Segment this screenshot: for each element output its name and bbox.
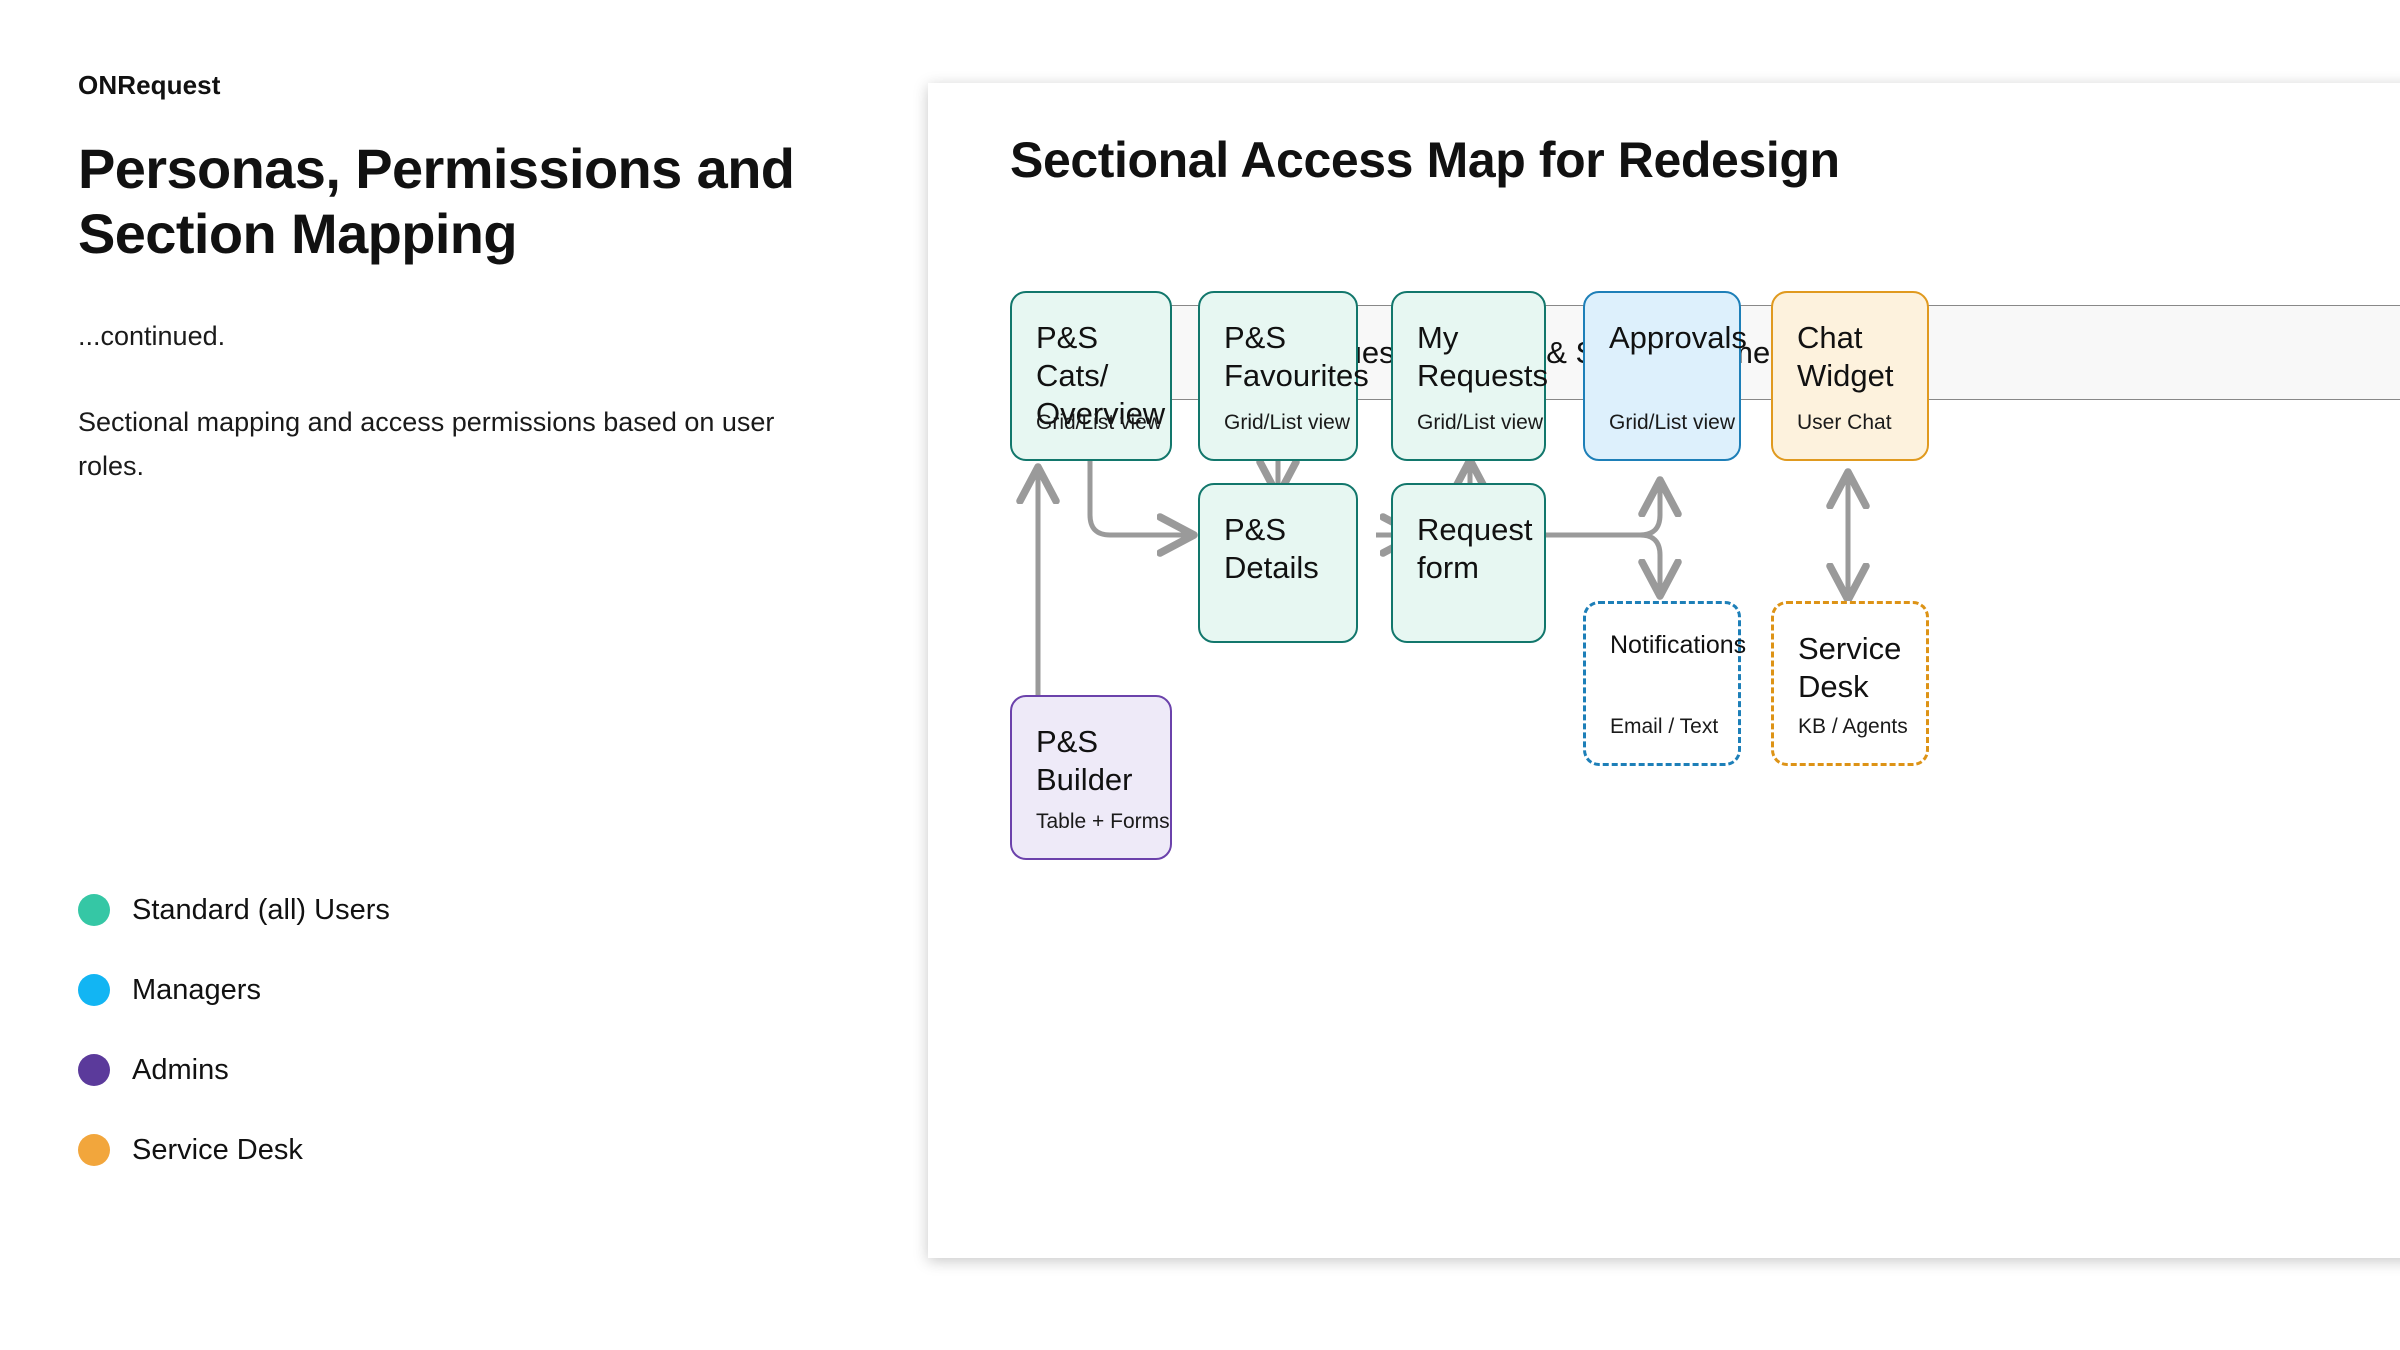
legend-label: Service Desk [132, 1133, 303, 1166]
node-ps-cats-overview[interactable]: P&S Cats/ Overview Grid/List view [1010, 291, 1172, 461]
node-notifications[interactable]: Notifications Email / Text [1583, 601, 1747, 766]
legend-item-managers: Managers [78, 950, 390, 1030]
node-ps-builder[interactable]: P&S Builder Table + Forms [1010, 695, 1172, 860]
node-approvals[interactable]: Approvals Grid/List view [1583, 291, 1747, 461]
legend-item-standard-users: Standard (all) Users [78, 870, 390, 950]
node-service-desk[interactable]: Service Desk KB / Agents [1771, 601, 1929, 766]
node-subtitle: Grid/List view [1417, 411, 1544, 434]
node-title: P&S Builder [1036, 724, 1133, 797]
persona-legend: Standard (all) Users Managers Admins Ser… [78, 870, 390, 1190]
node-my-requests[interactable]: My Requests Grid/List view [1391, 291, 1548, 461]
legend-label: Standard (all) Users [132, 893, 390, 926]
node-title: P&S Favourites [1224, 320, 1369, 393]
node-title: Chat Widget [1797, 320, 1894, 393]
legend-dot-icon [78, 894, 110, 926]
node-subtitle: Grid/List view [1224, 411, 1351, 434]
node-subtitle: Grid/List view [1036, 411, 1163, 434]
node-title: Approvals [1609, 320, 1747, 355]
intro-paragraph: Sectional mapping and access permissions… [78, 406, 775, 481]
node-ps-details[interactable]: P&S Details [1198, 483, 1358, 643]
node-title: Notifications [1610, 631, 1747, 659]
legend-label: Managers [132, 973, 261, 1006]
intro-column: ONRequest Personas, Permissions and Sect… [78, 70, 868, 488]
node-subtitle: Email / Text [1610, 715, 1719, 738]
node-title: P&S Details [1224, 512, 1319, 585]
node-title: Service Desk [1798, 631, 1902, 704]
legend-dot-icon [78, 974, 110, 1006]
brand-eyebrow: ONRequest [78, 70, 221, 100]
legend-dot-icon [78, 1134, 110, 1166]
continued-note: ...continued. [78, 320, 226, 351]
node-ps-favourites[interactable]: P&S Favourites Grid/List view [1198, 291, 1369, 461]
diagram-panel: Sectional Access Map for Redesign [928, 83, 2400, 1258]
legend-item-admins: Admins [78, 1030, 390, 1110]
legend-item-service-desk: Service Desk [78, 1110, 390, 1190]
node-chat-widget[interactable]: Chat Widget User Chat [1771, 291, 1929, 461]
diagram-canvas: ONRequest - Product & Service Home (Over… [928, 83, 2400, 1258]
node-title: Request form [1417, 512, 1533, 585]
node-request-form[interactable]: Request form [1391, 483, 1546, 643]
node-subtitle: KB / Agents [1798, 715, 1908, 738]
node-subtitle: Table + Forms [1036, 810, 1170, 833]
node-subtitle: User Chat [1797, 411, 1892, 434]
node-title: My Requests [1417, 320, 1548, 393]
node-title: P&S Cats/ Overview [1036, 320, 1166, 431]
page-title: Personas, Permissions and Section Mappin… [78, 137, 795, 265]
legend-dot-icon [78, 1054, 110, 1086]
diagram-title: Sectional Access Map for Redesign [1010, 132, 1840, 188]
legend-label: Admins [132, 1053, 229, 1086]
node-subtitle: Grid/List view [1609, 411, 1736, 434]
